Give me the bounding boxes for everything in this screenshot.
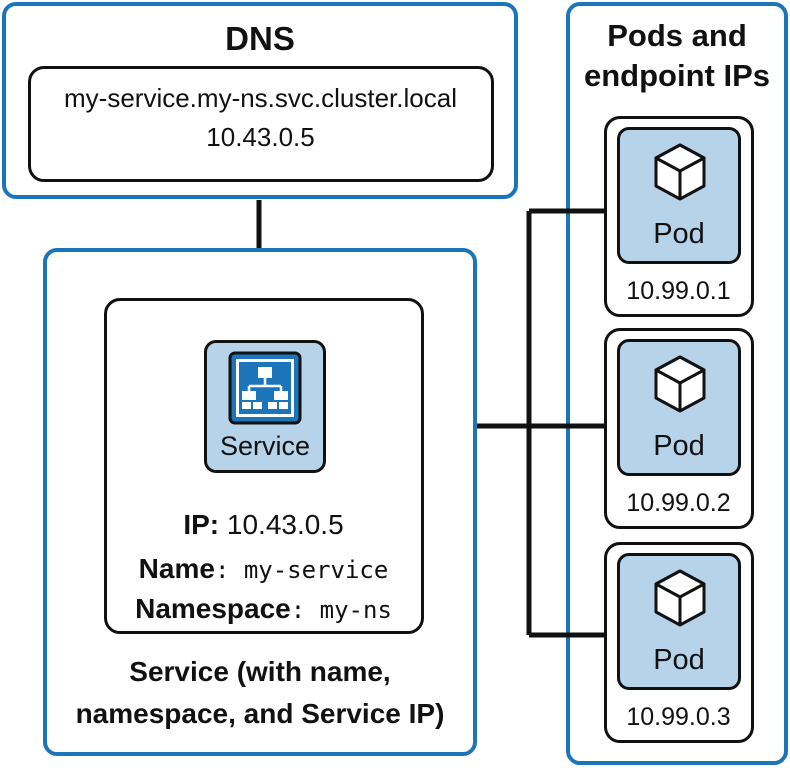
service-name-line: Name: my-service — [107, 553, 420, 585]
service-caption-line2: namespace, and Service IP) — [75, 698, 445, 729]
service-namespace-line: Namespace: my-ns — [107, 593, 420, 625]
service-ip-key: IP: — [183, 509, 220, 540]
pod-ip: 10.99.0.1 — [626, 277, 731, 305]
service-ip-value: 10.43.0.5 — [226, 509, 344, 540]
pod-card: Pod 10.99.0.2 — [604, 328, 754, 529]
pods-panel-title-line1: Pods and — [607, 18, 747, 53]
cube-icon — [653, 568, 707, 628]
pod-card: Pod 10.99.0.1 — [604, 116, 754, 317]
pod-tile: Pod — [617, 339, 741, 476]
pods-panel: Pods and endpoint IPs Pod 10.99.0.1 — [566, 2, 788, 765]
pod-label: Pod — [653, 644, 705, 676]
pod-label: Pod — [653, 218, 705, 250]
cube-icon — [653, 142, 707, 202]
pod-ip: 10.99.0.2 — [626, 489, 731, 517]
service-tile-label: Service — [219, 431, 311, 461]
dns-title: DNS — [225, 20, 295, 57]
pod-tile: Pod — [617, 553, 741, 690]
pod-tile: Pod — [617, 127, 741, 264]
dns-ip: 10.43.0.5 — [206, 122, 315, 152]
service-icon — [228, 351, 302, 425]
pod-card: Pod 10.99.0.3 — [604, 542, 754, 743]
cube-icon — [653, 354, 707, 414]
pods-panel-title-line2: endpoint IPs — [584, 58, 770, 93]
pod-ip: 10.99.0.3 — [626, 703, 731, 731]
service-namespace-value: : my-ns — [290, 596, 392, 624]
service-name-key: Name — [138, 553, 215, 584]
service-name-value: : my-service — [214, 556, 389, 584]
service-caption-line1: Service (with name, — [129, 656, 391, 687]
dns-hostname: my-service.my-ns.svc.cluster.local — [64, 83, 457, 113]
service-tile: Service — [204, 340, 326, 473]
dns-panel: DNS my-service.my-ns.svc.cluster.local 1… — [2, 2, 518, 199]
service-ip-line: IP: 10.43.0.5 — [107, 509, 420, 541]
service-namespace-key: Namespace — [135, 593, 291, 624]
dns-record-box: my-service.my-ns.svc.cluster.local 10.43… — [28, 66, 494, 182]
service-panel: Service IP: 10.43.0.5 Name: my-service N… — [43, 248, 477, 756]
service-details-box: Service IP: 10.43.0.5 Name: my-service N… — [104, 298, 424, 634]
pod-label: Pod — [653, 430, 705, 462]
